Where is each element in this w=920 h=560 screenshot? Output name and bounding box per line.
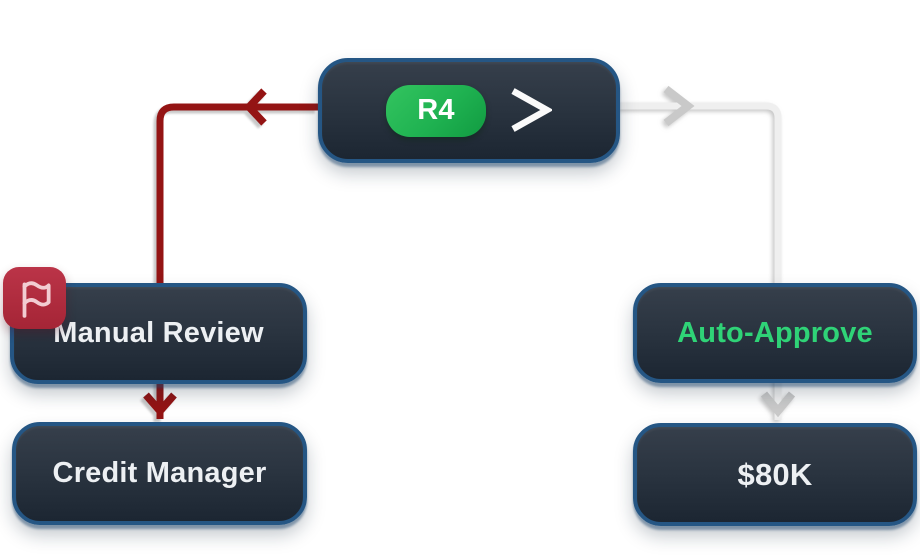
auto-approve-label: Auto-Approve: [677, 316, 873, 349]
edge-decision-to-manual-review: [143, 88, 318, 419]
manual-review-label: Manual Review: [53, 317, 264, 349]
chevron-down-icon: [760, 391, 796, 418]
flag-icon: [22, 281, 51, 318]
auto-approve-node: Auto-Approve: [633, 283, 917, 383]
credit-manager-node: Credit Manager: [12, 422, 307, 525]
rule-badge: R4: [386, 84, 486, 137]
flag-badge: [3, 267, 66, 329]
edge-decision-to-auto-approve: [620, 85, 796, 420]
approval-amount-label: $80K: [737, 456, 813, 492]
greater-than-icon: [511, 87, 552, 132]
credit-manager-label: Credit Manager: [52, 457, 267, 489]
decision-node: R4: [318, 58, 620, 163]
approval-amount-node: $80K: [633, 423, 917, 526]
chevron-down-icon: [143, 392, 177, 417]
chevron-right-icon: [663, 85, 695, 127]
chevron-left-icon: [243, 88, 267, 126]
rule-badge-label: R4: [417, 94, 455, 126]
